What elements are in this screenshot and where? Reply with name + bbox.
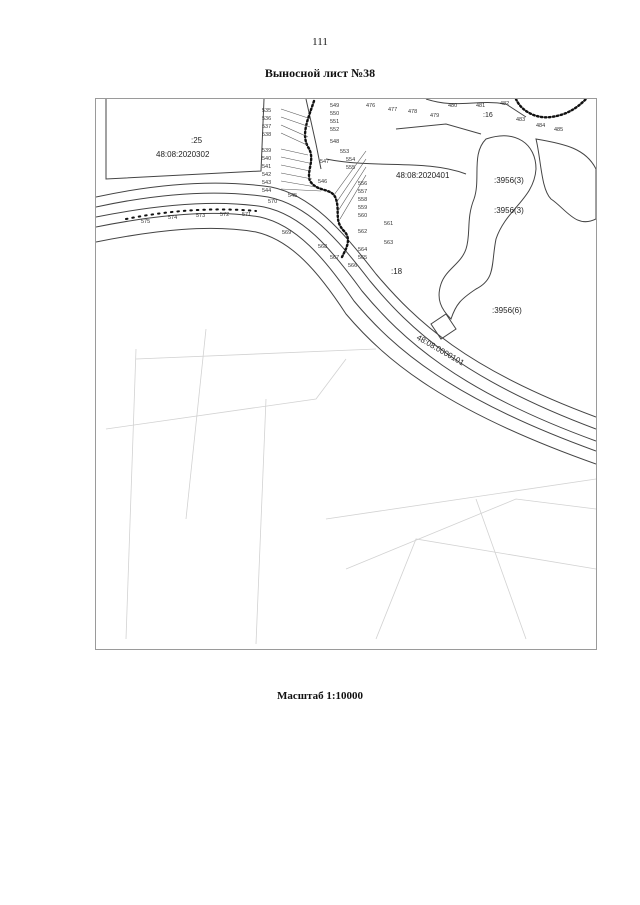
parcel-3956-3b-label: :3956(3) [494, 206, 524, 215]
point-label: 549 [330, 103, 339, 109]
point-label: 556 [358, 181, 367, 187]
point-label: 540 [262, 156, 271, 162]
point-label: 561 [384, 221, 393, 227]
parcel-25-outline [105, 99, 265, 180]
faint-background-lines [105, 328, 596, 645]
point-label: 564 [358, 247, 367, 253]
point-label: 480 [448, 103, 457, 109]
point-label: 479 [430, 113, 439, 119]
point-label: 574 [168, 215, 177, 221]
point-label: 557 [358, 189, 367, 195]
point-label: 547 [320, 159, 329, 165]
point-labels-right: 549 550 551 552 553 554 555 556 557 558 … [330, 103, 393, 261]
point-label: 551 [330, 119, 339, 125]
top-boundary-dotted [514, 99, 588, 119]
point-label: 550 [330, 111, 339, 117]
point-label: 483 [516, 117, 525, 123]
point-label: 565 [358, 255, 367, 261]
point-label: 569 [282, 230, 291, 236]
point-label: 546 [318, 179, 327, 185]
parcel-25-cadastral: 48:08:2020302 [156, 150, 210, 159]
point-label: 566 [348, 263, 357, 269]
point-labels-left: 535 536 537 538 539 540 541 542 543 544 [262, 108, 271, 194]
point-label: 573 [196, 213, 205, 219]
point-label: 476 [366, 103, 375, 109]
sheet-title: Выносной лист №38 [264, 66, 376, 80]
point-label: 485 [554, 127, 563, 133]
point-label: 560 [358, 213, 367, 219]
point-label: 571 [242, 212, 251, 218]
point-label: 568 [318, 244, 327, 250]
point-label: 553 [340, 149, 349, 155]
point-label: 542 [262, 172, 271, 178]
scale-caption: Масштаб 1:10000 [276, 690, 363, 702]
point-label: 545 [288, 193, 297, 199]
point-label: 538 [262, 132, 271, 138]
parcel-16-label: :16 [483, 112, 493, 119]
bold-boundary-dotted [303, 99, 350, 259]
page-number: 111 [312, 36, 328, 48]
point-labels-top: 476 477 478 479 480 481 482 483 484 485 [366, 101, 563, 133]
parcel-18-label: :18 [391, 267, 403, 276]
map-canvas: :25 48:08:2020302 48:08:2020401 :3956(3)… [96, 99, 596, 645]
point-label: 562 [358, 229, 367, 235]
point-label: 478 [408, 109, 417, 115]
point-label: 548 [330, 139, 339, 145]
point-label: 481 [476, 103, 485, 109]
point-label: 541 [262, 164, 271, 170]
point-label: 539 [262, 148, 271, 154]
point-labels-middle: 545 546 547 548 [288, 139, 339, 199]
point-label: 570 [268, 199, 277, 205]
point-label: 558 [358, 197, 367, 203]
road-corridor-lines [96, 182, 596, 465]
point-label: 544 [262, 188, 271, 194]
parcel-3956-outline [430, 135, 596, 340]
point-label: 484 [536, 123, 545, 129]
parcel-3956-6-label: :3956(6) [492, 306, 522, 315]
point-label: 575 [141, 219, 150, 225]
point-label: 559 [358, 205, 367, 211]
point-labels-road: 575 574 573 572 571 570 569 568 567 566 [141, 199, 357, 269]
point-label: 554 [346, 157, 355, 163]
point-label: 552 [330, 127, 339, 133]
point-label: 563 [384, 240, 393, 246]
point-label: 535 [262, 108, 271, 114]
point-label: 555 [346, 165, 355, 171]
point-label: 537 [262, 124, 271, 130]
point-label: 543 [262, 180, 271, 186]
point-label: 572 [220, 212, 229, 218]
point-label: 567 [330, 255, 339, 261]
parcel-2020401-cadastral: 48:08:2020401 [396, 171, 450, 180]
cadastral-map[interactable]: :25 48:08:2020302 48:08:2020401 :3956(3)… [95, 98, 597, 650]
road-boundary-dotted [125, 208, 257, 220]
point-label: 536 [262, 116, 271, 122]
parcel-3956-3a-label: :3956(3) [494, 176, 524, 185]
parcel-25-label: :25 [191, 136, 203, 145]
point-leader-lines [280, 108, 367, 220]
point-label: 482 [500, 101, 509, 107]
point-label: 477 [388, 107, 397, 113]
